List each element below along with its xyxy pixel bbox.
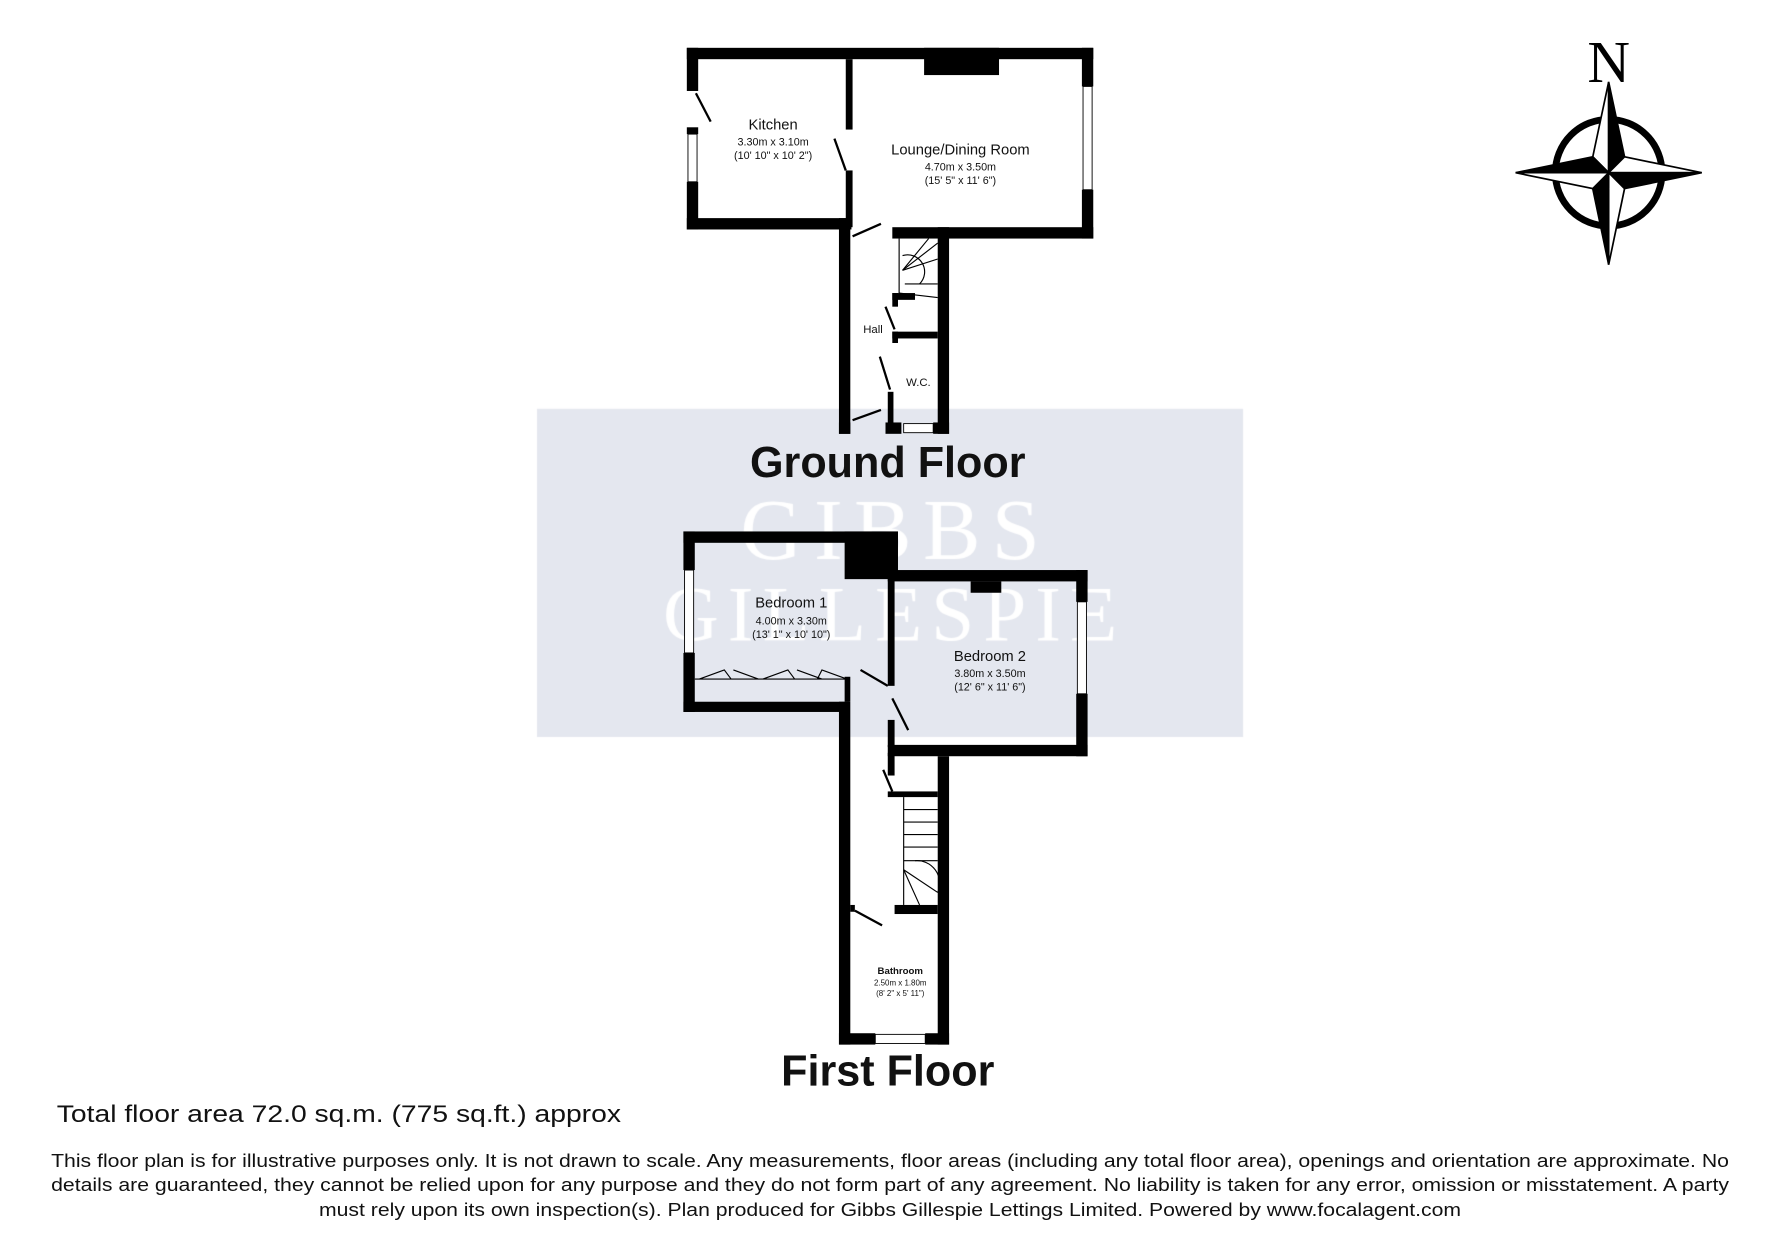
disclaimer-line-3: must rely upon its own inspection(s). Pl… — [319, 1200, 1461, 1220]
room-kitchen-name: Kitchen — [749, 118, 798, 134]
room-bedroom1-metric: 4.00m x 3.30m — [756, 616, 827, 628]
room-bathroom-name: Bathroom — [878, 966, 923, 977]
room-kitchen-imperial: (10' 10" x 10' 2") — [734, 150, 812, 162]
ground-floor-title: Ground Floor — [750, 439, 1026, 487]
room-bedroom2-metric: 3.80m x 3.50m — [954, 668, 1025, 680]
disclaimer-line-1: This floor plan is for illustrative purp… — [51, 1151, 1729, 1171]
first-floor-title: First Floor — [781, 1047, 994, 1095]
room-lounge-metric: 4.70m x 3.50m — [925, 161, 996, 173]
room-hall-name: Hall — [863, 324, 883, 336]
total-floor-area: Total floor area 72.0 sq.m. (775 sq.ft.)… — [57, 1101, 621, 1128]
room-bathroom-imperial: (8' 2" x 5' 11") — [876, 989, 925, 998]
first-floor-plan — [683, 531, 1088, 1045]
room-bedroom2-name: Bedroom 2 — [954, 649, 1026, 665]
room-kitchen-metric: 3.30m x 3.10m — [738, 136, 809, 148]
room-lounge-name: Lounge/Dining Room — [891, 143, 1030, 159]
compass-rose-icon: N — [1515, 29, 1702, 265]
disclaimer-line-2: details are guaranteed, they cannot be r… — [51, 1175, 1730, 1195]
room-bedroom1-name: Bedroom 1 — [755, 596, 827, 612]
room-bathroom-metric: 2.50m x 1.80m — [874, 979, 927, 988]
room-lounge-imperial: (15' 5" x 11' 6") — [925, 175, 996, 187]
ground-floor-plan — [686, 47, 1094, 434]
room-bedroom2-imperial: (12' 6" x 11' 6") — [954, 681, 1025, 693]
room-wc-name: W.C. — [906, 377, 931, 389]
room-bedroom1-imperial: (13' 1" x 10' 10") — [752, 629, 830, 641]
